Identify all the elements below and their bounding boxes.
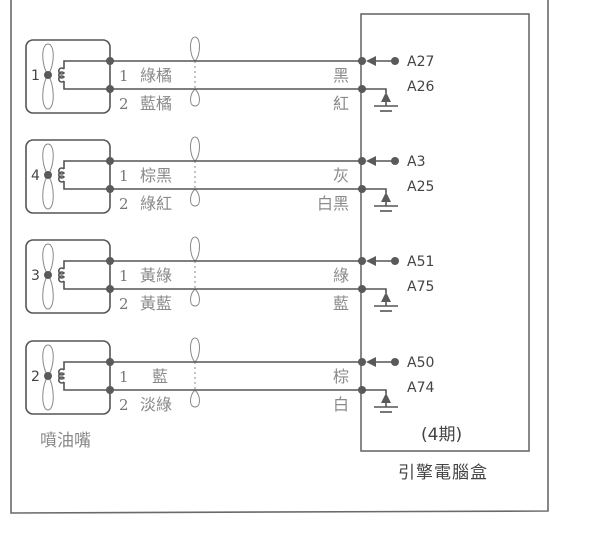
coil-icon: [58, 167, 66, 183]
injector-center-dot: [44, 372, 52, 380]
signal-arrow-icon: [366, 56, 376, 66]
junction-dot: [358, 57, 366, 65]
ecu-pin-label: A26: [407, 79, 434, 95]
ecu-pin-label: A51: [407, 254, 434, 270]
wire-3-1: 1 黃綠 綠 A51: [106, 254, 434, 285]
ecu-pin-label: A75: [407, 279, 434, 295]
ecu-pin-label: A3: [407, 154, 425, 170]
injector-box: [25, 340, 111, 415]
junction-dot: [106, 358, 114, 366]
pin-number: 2: [119, 295, 129, 313]
wire-color-injector: 藍: [152, 367, 168, 386]
ground-icon: [381, 292, 391, 302]
signal-arrow-icon: [366, 357, 376, 367]
wire-color-injector: 藍橘: [140, 94, 172, 113]
coil-icon: [58, 67, 66, 83]
wire-1-1: 1 綠橘 黑 A27: [106, 54, 434, 85]
injector-center-dot: [44, 71, 52, 79]
ecu-pin-label: A25: [407, 179, 434, 195]
coil-icon: [58, 267, 66, 283]
connector-icon: [190, 236, 200, 262]
injector-nozzle-icon: [42, 43, 54, 76]
wire-color-ecu: 棕: [333, 367, 349, 386]
injector-box: [25, 39, 111, 114]
wire-1-2: 2 藍橘 紅 A26: [106, 79, 434, 113]
signal-arrow-icon: [366, 256, 376, 266]
wire-color-injector: 棕黑: [140, 166, 172, 185]
junction-dot: [358, 358, 366, 366]
injector-caption: 噴油嘴: [40, 431, 91, 451]
connector-icon: [190, 36, 200, 62]
injector-group-2: 2 1 藍 棕 A50 2 淡綠 白 A74: [25, 337, 434, 415]
pin-number: 1: [119, 368, 129, 386]
ecu-pin-label: A27: [407, 54, 434, 70]
pin-number: 1: [119, 267, 129, 285]
pin-number: 2: [119, 195, 129, 213]
injector-center-dot: [44, 271, 52, 279]
ecu-note: (4期): [421, 425, 462, 445]
wire-color-injector: 綠橘: [140, 66, 172, 85]
signal-arrow-icon: [366, 156, 376, 166]
pin-number: 2: [119, 95, 129, 113]
injector-number: 1: [31, 68, 40, 84]
wire-2-1: 1 藍 棕 A50: [106, 355, 434, 386]
junction-dot: [106, 257, 114, 265]
ecu-label: 引擎電腦盒: [398, 463, 488, 483]
pin-dot: [391, 358, 399, 366]
ground-icon: [381, 192, 391, 202]
injector-nozzle-icon: [42, 344, 54, 377]
wire-color-injector: 淡綠: [140, 395, 172, 414]
wire-2-2: 2 淡綠 白 A74: [106, 380, 434, 414]
ecu-pin-label: A50: [407, 355, 434, 371]
outer-frame: [10, 0, 549, 514]
injector-number: 2: [31, 369, 40, 385]
wire-color-ecu: 白黑: [317, 194, 349, 213]
ecu-box: [360, 13, 530, 452]
junction-dot: [106, 57, 114, 65]
injector-box: [25, 139, 111, 214]
wire-4-2: 2 綠紅 白黑 A25: [106, 179, 434, 213]
wire-color-ecu: 黑: [333, 66, 349, 85]
injector-nozzle-icon: [42, 243, 54, 276]
injector-number: 3: [31, 268, 40, 284]
injector-box: [25, 239, 111, 314]
junction-dot: [358, 257, 366, 265]
pin-dot: [391, 57, 399, 65]
junction-dot: [106, 157, 114, 165]
wire-color-ecu: 灰: [333, 166, 349, 185]
junction-dot: [106, 185, 114, 193]
ground-icon: [381, 393, 391, 403]
coil-icon: [58, 368, 66, 384]
pin-dot: [391, 257, 399, 265]
connector-icon: [190, 136, 200, 162]
wire-color-injector: 黃藍: [140, 294, 172, 313]
pin-number: 2: [119, 396, 129, 414]
injector-group-1: 1 1 綠橘 黑 A27 2 藍橘 紅 A26: [25, 36, 434, 114]
injector-center-dot: [44, 171, 52, 179]
ecu-pin-label: A74: [407, 380, 434, 396]
wire-4-1: 1 棕黑 灰 A3: [106, 154, 425, 185]
injector-group-3: 3 1 黃綠 綠 A51 2 黃藍 藍 A75: [25, 236, 434, 314]
wire-color-ecu: 藍: [333, 294, 349, 313]
junction-dot: [106, 85, 114, 93]
pin-dot: [391, 157, 399, 165]
wire-color-ecu: 紅: [333, 94, 349, 113]
wire-color-injector: 綠紅: [140, 194, 172, 213]
pin-number: 1: [119, 67, 129, 85]
wire-color-ecu: 白: [333, 395, 349, 414]
injector-number: 4: [31, 168, 40, 184]
injector-nozzle-icon: [42, 143, 54, 176]
pin-number: 1: [119, 167, 129, 185]
ground-icon: [381, 92, 391, 102]
junction-dot: [106, 386, 114, 394]
connector-icon: [190, 337, 200, 363]
junction-dot: [358, 157, 366, 165]
junction-dot: [106, 285, 114, 293]
injector-group-4: 4 1 棕黑 灰 A3 2 綠紅 白黑 A25: [25, 136, 434, 214]
wire-color-ecu: 綠: [333, 266, 349, 285]
wire-3-2: 2 黃藍 藍 A75: [106, 279, 434, 313]
wire-color-injector: 黃綠: [140, 266, 172, 285]
